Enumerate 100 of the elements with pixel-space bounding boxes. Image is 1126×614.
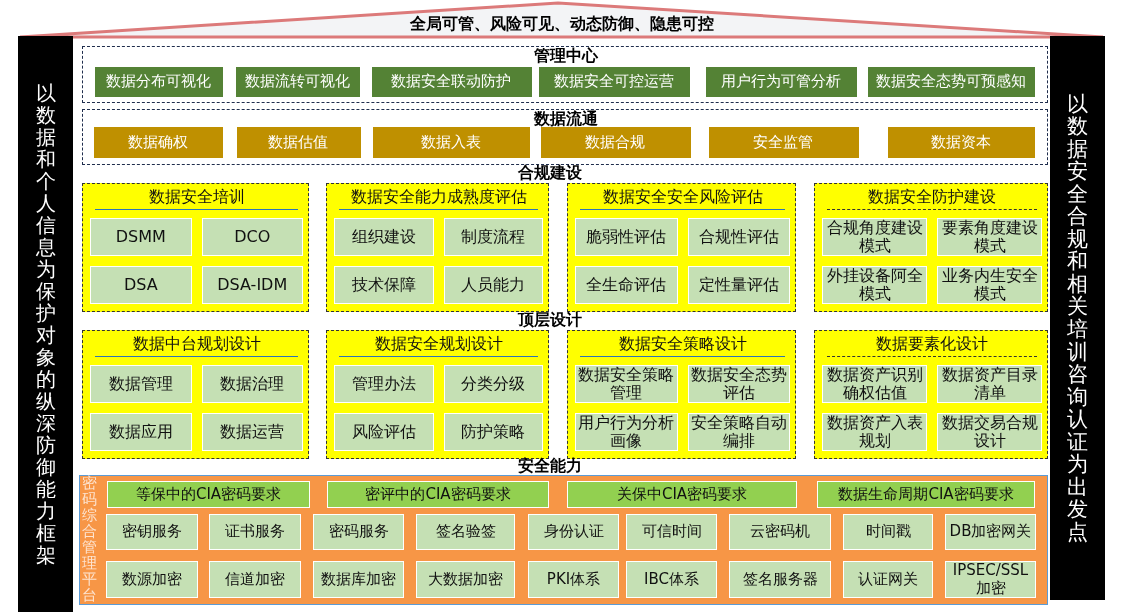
service-box xyxy=(106,561,198,598)
item-box xyxy=(201,413,303,451)
item-box xyxy=(443,218,543,256)
box-label: 要素角度建设模式 xyxy=(940,219,1039,255)
item-box xyxy=(443,266,543,304)
box-label: DSMM xyxy=(114,225,167,248)
feature-box xyxy=(94,127,223,158)
panel-heading: 数据安全规划设计 xyxy=(373,333,504,355)
pillar-text: 以数据安全合规和相关培训咨询认证为出发点 xyxy=(1066,90,1090,546)
box-label: 密钥服务 xyxy=(121,521,183,543)
service-box xyxy=(313,561,404,598)
service-box xyxy=(528,514,619,550)
panel-heading: 数据安全策略设计 xyxy=(617,333,748,355)
box-label: 数据确权 xyxy=(126,131,189,153)
feature-box xyxy=(372,67,532,97)
item-box xyxy=(334,218,434,256)
category-panel xyxy=(567,183,796,312)
box-label: 数据安全态势可预感知 xyxy=(874,71,1027,93)
box-label: 数据管理 xyxy=(107,372,174,395)
item-box xyxy=(201,365,303,403)
feature-box xyxy=(541,127,691,158)
item-box xyxy=(334,266,434,304)
requirement-box xyxy=(107,481,310,508)
box-label: 防护策略 xyxy=(460,420,527,443)
service-box xyxy=(416,514,515,550)
section-panel xyxy=(82,109,1048,165)
box-label: 技术保障 xyxy=(350,273,417,296)
service-box xyxy=(729,561,831,598)
service-box xyxy=(729,514,831,550)
box-label: 信道加密 xyxy=(224,568,286,590)
box-label: 认证网关 xyxy=(857,568,919,590)
platform-panel xyxy=(79,475,1048,605)
service-box xyxy=(313,514,404,550)
box-label: 数据资产识别确权估值 xyxy=(825,366,924,402)
box-label: 安全监管 xyxy=(752,131,814,153)
service-box xyxy=(843,514,933,550)
requirement-box xyxy=(817,481,1035,508)
item-box xyxy=(90,413,192,451)
box-label: 数据分布可视化 xyxy=(104,71,212,93)
box-label: 数据交易合规设计 xyxy=(940,414,1039,450)
pillar-banner xyxy=(1050,36,1105,600)
box-label: 合规角度建设模式 xyxy=(825,219,924,255)
box-label: 数据库加密 xyxy=(320,568,397,590)
panel-heading: 数据安全培训 xyxy=(147,186,246,208)
service-box xyxy=(416,561,515,598)
item-box xyxy=(687,266,790,304)
category-panel xyxy=(814,183,1048,312)
box-label: 合规性评估 xyxy=(697,225,780,248)
feature-box xyxy=(539,67,690,97)
item-box xyxy=(575,218,678,256)
section-heading: 合规建设 xyxy=(518,163,582,184)
service-box xyxy=(945,561,1036,598)
item-box xyxy=(334,365,434,403)
box-label: 数据资本 xyxy=(929,131,992,153)
box-label: 数据资产目录清单 xyxy=(940,366,1039,402)
item-box xyxy=(575,266,678,304)
item-box xyxy=(443,365,543,403)
box-label: 数据流转可视化 xyxy=(243,71,351,93)
feature-box xyxy=(236,67,360,97)
feature-box xyxy=(95,67,223,97)
box-label: 分类分级 xyxy=(460,372,527,395)
feature-box xyxy=(706,67,857,97)
section-heading: 安全能力 xyxy=(518,456,582,477)
category-panel xyxy=(567,330,796,459)
box-label: 数据安全态势评估 xyxy=(690,366,787,402)
box-label: 数源加密 xyxy=(121,568,183,590)
category-panel xyxy=(82,183,309,312)
box-label: 数据应用 xyxy=(107,420,174,443)
feature-box xyxy=(888,127,1035,158)
service-box xyxy=(626,561,717,598)
box-label: 数据安全联动防护 xyxy=(390,71,512,93)
box-label: 定性量评估 xyxy=(697,273,780,296)
item-box xyxy=(334,413,434,451)
panel-heading: 数据安全安全风险评估 xyxy=(601,186,764,208)
section-heading: 数据流通 xyxy=(533,110,599,128)
category-panel xyxy=(82,330,309,459)
service-box xyxy=(209,514,301,550)
box-label: 数据估值 xyxy=(267,131,329,153)
box-label: 签名服务器 xyxy=(741,568,819,590)
panel-heading: 数据安全防护建设 xyxy=(867,186,997,208)
box-label: 密码服务 xyxy=(327,521,390,543)
panel-heading: 数据中台规划设计 xyxy=(131,333,262,355)
box-label: 用户行为可管分析 xyxy=(719,71,842,93)
item-box xyxy=(90,266,192,304)
box-label: 人员能力 xyxy=(460,273,527,296)
platform-title: 密码综合管理平台 xyxy=(80,476,98,604)
item-box xyxy=(687,218,790,256)
box-label: IPSEC/SSL加密 xyxy=(951,562,1030,597)
pillar-text: 以数据和个人信息为保护对象的纵深防御能力框架 xyxy=(34,80,57,569)
box-label: DB加密网关 xyxy=(948,521,1033,543)
box-label: 数据资产入表规划 xyxy=(825,414,924,450)
box-label: 时间戳 xyxy=(864,521,912,543)
box-label: 全生命评估 xyxy=(585,273,668,296)
box-label: 用户行为分析画像 xyxy=(578,414,675,450)
service-box xyxy=(209,561,301,598)
box-label: 大数据加密 xyxy=(427,568,504,590)
box-label: 密评中的CIA密码要求 xyxy=(364,483,512,505)
box-label: 制度流程 xyxy=(460,225,527,248)
section-heading: 顶层设计 xyxy=(518,310,582,331)
pillar-banner xyxy=(18,36,73,612)
